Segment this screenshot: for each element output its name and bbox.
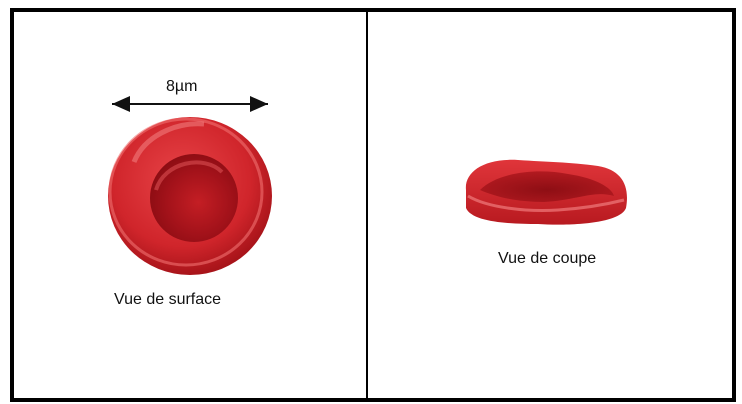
- surface-view-illustration: [14, 12, 368, 398]
- red-blood-cell-section: [466, 160, 627, 225]
- dimension-label: 8µm: [166, 78, 197, 96]
- surface-view-panel: 8µm Vue de surface: [10, 8, 368, 402]
- red-blood-cell-surface: [108, 117, 272, 275]
- surface-view-caption: Vue de surface: [114, 291, 221, 309]
- section-view-panel: Vue de coupe: [366, 8, 736, 402]
- section-view-illustration: [368, 12, 732, 398]
- section-view-caption: Vue de coupe: [498, 250, 596, 268]
